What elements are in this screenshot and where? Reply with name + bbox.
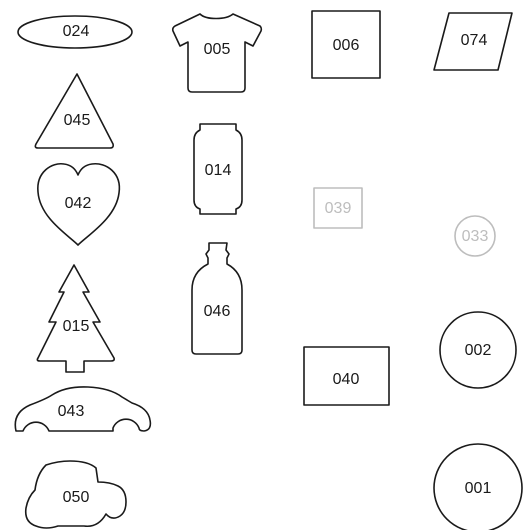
shape-002[interactable]: 002 <box>439 311 517 389</box>
circle-icon <box>454 215 496 257</box>
shape-label: 040 <box>333 371 360 388</box>
shape-label: 046 <box>204 303 231 320</box>
circle-icon <box>439 311 517 389</box>
shape-050[interactable]: 050 <box>24 460 127 529</box>
shape-005[interactable]: 005 <box>171 13 263 93</box>
rectangle-icon <box>303 346 390 406</box>
shape-040[interactable]: 040 <box>303 346 390 406</box>
shape-label: 001 <box>465 480 492 497</box>
t-shirt-icon <box>171 13 263 93</box>
shape-046[interactable]: 046 <box>191 242 243 355</box>
shape-033[interactable]: 033 <box>454 215 496 257</box>
shape-001[interactable]: 001 <box>433 443 523 530</box>
shape-006[interactable]: 006 <box>311 10 381 79</box>
ellipse-icon <box>17 15 133 49</box>
shape-042[interactable]: 042 <box>37 163 121 246</box>
circle-icon <box>433 443 523 530</box>
shape-024[interactable]: 024 <box>17 15 133 49</box>
shape-015[interactable]: 015 <box>36 264 115 373</box>
shape-043[interactable]: 043 <box>14 386 152 432</box>
square-icon <box>311 10 381 79</box>
shape-label: 033 <box>462 228 489 245</box>
shape-label: 039 <box>325 200 352 217</box>
heart-icon <box>37 163 121 246</box>
shape-label: 050 <box>63 489 90 506</box>
tree-icon <box>36 264 115 373</box>
shape-label: 015 <box>63 318 90 335</box>
triangle-icon <box>34 73 114 149</box>
shape-label: 006 <box>333 37 360 54</box>
shape-014[interactable]: 014 <box>193 123 243 215</box>
shape-label: 002 <box>465 342 492 359</box>
shape-label: 042 <box>65 195 92 212</box>
can-icon <box>193 123 243 215</box>
shape-label: 074 <box>461 32 488 49</box>
shape-039[interactable]: 039 <box>313 187 363 229</box>
car-icon <box>14 386 152 432</box>
shape-label: 045 <box>64 112 91 129</box>
parallelogram-icon <box>433 12 513 71</box>
shape-label: 024 <box>63 23 90 40</box>
shape-label: 005 <box>204 41 231 58</box>
shape-074[interactable]: 074 <box>433 12 513 71</box>
bottle-icon <box>191 242 243 355</box>
shape-label: 043 <box>58 403 85 420</box>
rectangle-icon <box>313 187 363 229</box>
shape-label: 014 <box>205 162 232 179</box>
tractor-icon <box>24 460 127 529</box>
shape-045[interactable]: 045 <box>34 73 114 149</box>
